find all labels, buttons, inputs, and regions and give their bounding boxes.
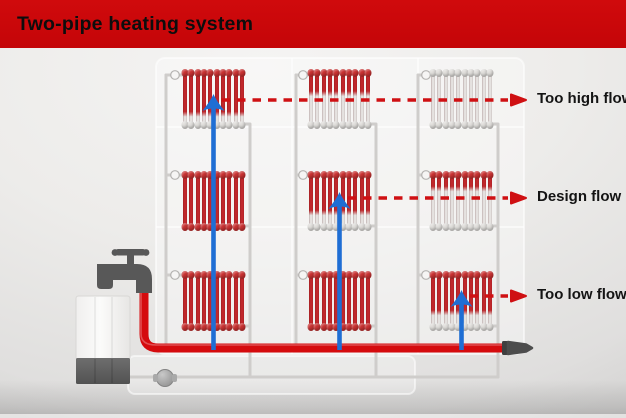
radiator-tube [450, 172, 454, 229]
radiator-tube [353, 70, 358, 127]
radiator-tube [214, 272, 219, 329]
radiator-tube [208, 70, 213, 127]
radiator-tube [443, 272, 448, 329]
radiator-tube [353, 272, 358, 329]
label-too-low-flow: Too low flow [537, 286, 626, 303]
radiator-tube [227, 272, 232, 329]
radiator-tube [481, 70, 486, 127]
valve-icon [170, 270, 180, 280]
radiator-tube [359, 272, 364, 329]
radiator-tube [183, 70, 187, 127]
annotation-arrowhead-icon [510, 191, 527, 205]
pump-icon [153, 369, 177, 387]
radiator-tube [431, 172, 435, 229]
boiler [75, 295, 131, 384]
radiator-tube [221, 272, 225, 329]
radiator-tube [475, 272, 480, 329]
radiator-tube [195, 70, 200, 127]
radiator-tube [462, 70, 467, 127]
radiator-tube [195, 272, 200, 329]
label-design-flow: Design flow [537, 188, 622, 205]
header-bar: Two-pipe heating system [0, 0, 626, 48]
radiator-tube [481, 272, 486, 329]
radiator-col1-row3 [182, 272, 245, 329]
radiator-col2-row3 [308, 272, 371, 329]
flow-arrowhead-icon [202, 94, 225, 111]
radiator-tube [315, 172, 320, 229]
valve-icon [170, 170, 180, 180]
radiator-tube [359, 172, 364, 229]
radiator-tube [328, 272, 332, 329]
radiator-tube [233, 70, 238, 127]
radiator-tube [214, 70, 219, 127]
radiator-tube [208, 172, 213, 229]
radiator-tube [443, 172, 448, 229]
page-title: Two-pipe heating system [17, 12, 254, 35]
radiator-tube [309, 70, 313, 127]
flow-arrowhead-icon [450, 290, 473, 307]
radiator-tube [347, 272, 351, 329]
radiator-tube [309, 172, 313, 229]
radiator-tube [328, 70, 332, 127]
radiator-tube [488, 172, 492, 229]
radiator-tube [233, 172, 238, 229]
radiator-tube [195, 172, 200, 229]
radiator-tube [240, 272, 244, 329]
radiator-tube [309, 272, 313, 329]
radiator-tube [189, 70, 194, 127]
radiator-tube [353, 172, 358, 229]
radiator-tube [462, 172, 467, 229]
radiator-tube [328, 172, 332, 229]
radiator-tube [340, 70, 345, 127]
radiator-tube [475, 172, 480, 229]
radiator-tube [431, 70, 435, 127]
annotation-arrowhead-icon [510, 289, 527, 303]
radiator-tube [202, 272, 206, 329]
radiator-tube [202, 172, 206, 229]
radiator-tube [488, 272, 492, 329]
radiator-tube [366, 272, 370, 329]
radiator-tube [321, 70, 326, 127]
radiator-tube [227, 172, 232, 229]
radiator-tube [469, 172, 473, 229]
radiator-tube [431, 272, 435, 329]
radiator-tube [183, 172, 187, 229]
radiator-tube [240, 172, 244, 229]
flow-arrowhead-icon [328, 192, 351, 209]
radiator-tube [456, 172, 461, 229]
radiator-valves [170, 70, 431, 280]
radiator-col1-row2 [182, 172, 245, 229]
radiator-tube [450, 70, 454, 127]
radiator-tube [321, 172, 326, 229]
radiator-tube [315, 272, 320, 329]
annotation-arrowhead-icon [510, 93, 527, 107]
radiator-tube [340, 272, 345, 329]
radiator-tube [450, 272, 454, 329]
radiator-tube [321, 272, 326, 329]
radiator-tube [221, 172, 225, 229]
radiator-tube [183, 272, 187, 329]
valve-icon [170, 70, 180, 80]
radiator-tube [347, 172, 351, 229]
radiator-tube [437, 172, 442, 229]
supply-main-pipe [139, 288, 506, 353]
pipe-nozzle-icon [502, 340, 534, 356]
tap-valve-icon [97, 249, 152, 293]
radiator-tube [202, 70, 206, 127]
radiator-tube [469, 272, 473, 329]
radiator-tube [189, 272, 194, 329]
label-too-high-flow: Too high flow [537, 90, 626, 107]
radiator-col3-row2 [430, 172, 493, 229]
radiator-tube [233, 272, 238, 329]
radiator-tube [481, 172, 486, 229]
radiator-tube [214, 172, 219, 229]
radiator-tube [334, 272, 339, 329]
radiator-tube [208, 272, 213, 329]
radiator-tube [437, 272, 442, 329]
radiator-tube [366, 172, 370, 229]
radiator-tube [189, 172, 194, 229]
